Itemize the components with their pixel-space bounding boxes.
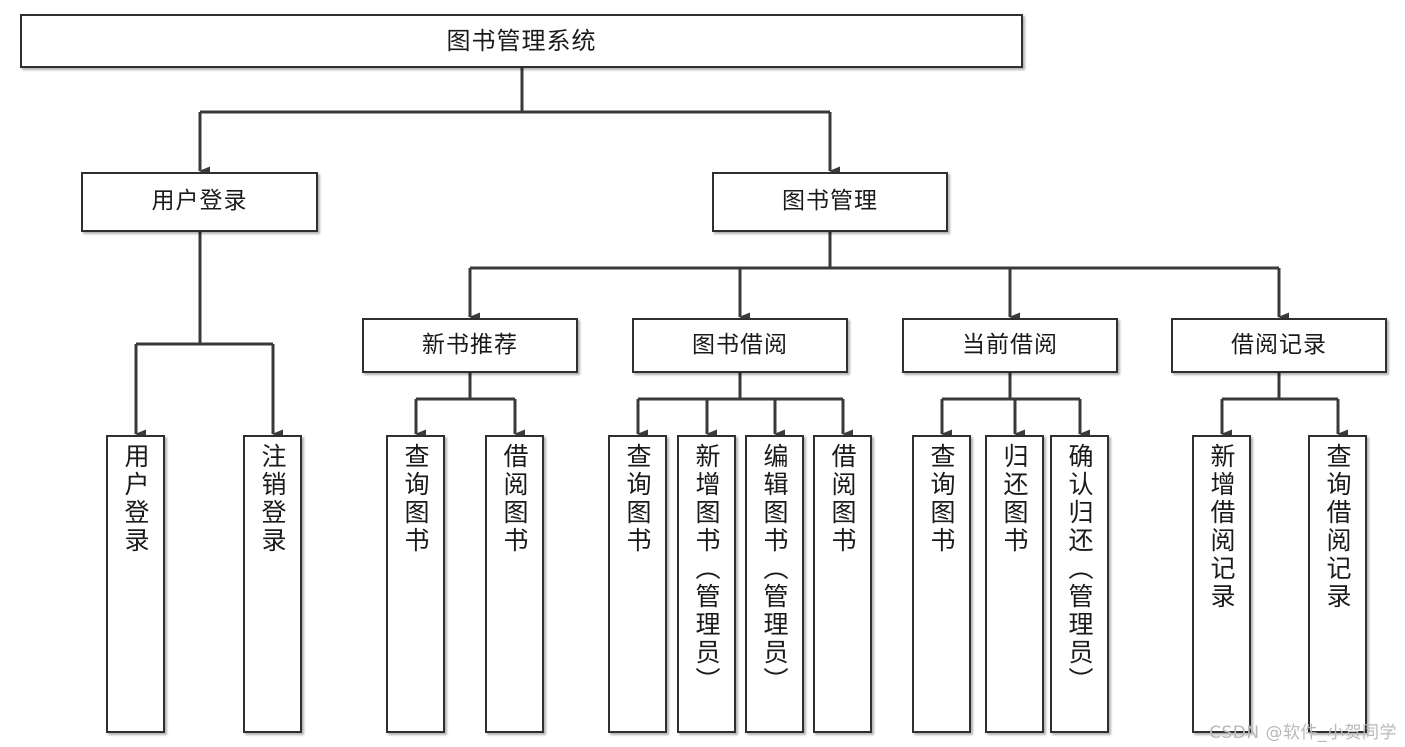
- node-label: 借阅图书: [500, 443, 529, 555]
- node-label: 查询借阅记录: [1323, 443, 1352, 611]
- node-user-login[interactable]: 用户登录: [81, 172, 318, 232]
- leaf-bb-borrow-book[interactable]: 借阅图书: [813, 435, 872, 733]
- leaf-cb-query-book[interactable]: 查询图书: [912, 435, 971, 733]
- leaf-bb-edit-book[interactable]: 编辑图书（管理员）: [745, 435, 804, 733]
- leaf-bb-query-book[interactable]: 查询图书: [608, 435, 667, 733]
- node-label: 图书借阅: [692, 331, 788, 358]
- node-label: 用户登录: [121, 443, 150, 555]
- leaf-cb-return-book[interactable]: 归还图书: [985, 435, 1044, 733]
- leaf-user-login[interactable]: 用户登录: [106, 435, 165, 733]
- leaf-cb-confirm-return[interactable]: 确认归还（管理员）: [1050, 435, 1109, 733]
- node-label: 查询图书: [401, 443, 430, 555]
- node-current-borrow[interactable]: 当前借阅: [902, 318, 1118, 373]
- node-label: 编辑图书（管理员）: [760, 443, 789, 695]
- node-label: 新书推荐: [422, 331, 518, 358]
- node-book-borrow[interactable]: 图书借阅: [632, 318, 848, 373]
- node-label: 借阅记录: [1231, 331, 1327, 358]
- node-label: 归还图书: [1000, 443, 1029, 555]
- leaf-br-add-record[interactable]: 新增借阅记录: [1192, 435, 1251, 733]
- node-label: 用户登录: [151, 188, 248, 215]
- node-label: 借阅图书: [828, 443, 857, 555]
- node-book-manage[interactable]: 图书管理: [712, 172, 948, 232]
- node-label: 查询图书: [927, 443, 956, 555]
- node-label: 新增借阅记录: [1207, 443, 1236, 611]
- leaf-br-query-record[interactable]: 查询借阅记录: [1308, 435, 1367, 733]
- node-label: 注销登录: [258, 443, 287, 555]
- node-label: 确认归还（管理员）: [1065, 443, 1094, 695]
- leaf-rec-borrow-book[interactable]: 借阅图书: [485, 435, 544, 733]
- node-new-book-rec[interactable]: 新书推荐: [362, 318, 578, 373]
- leaf-bb-add-book[interactable]: 新增图书（管理员）: [677, 435, 736, 733]
- node-label: 查询图书: [623, 443, 652, 555]
- node-label: 图书管理系统: [446, 26, 597, 55]
- node-root-system[interactable]: 图书管理系统: [20, 14, 1023, 68]
- leaf-logout[interactable]: 注销登录: [243, 435, 302, 733]
- node-label: 图书管理: [782, 188, 878, 215]
- node-label: 新增图书（管理员）: [692, 443, 721, 695]
- node-label: 当前借阅: [962, 331, 1058, 358]
- csdn-watermark: CSDN @软件_小贺同学: [1209, 723, 1397, 743]
- node-borrow-record[interactable]: 借阅记录: [1171, 318, 1387, 373]
- leaf-rec-query-book[interactable]: 查询图书: [386, 435, 445, 733]
